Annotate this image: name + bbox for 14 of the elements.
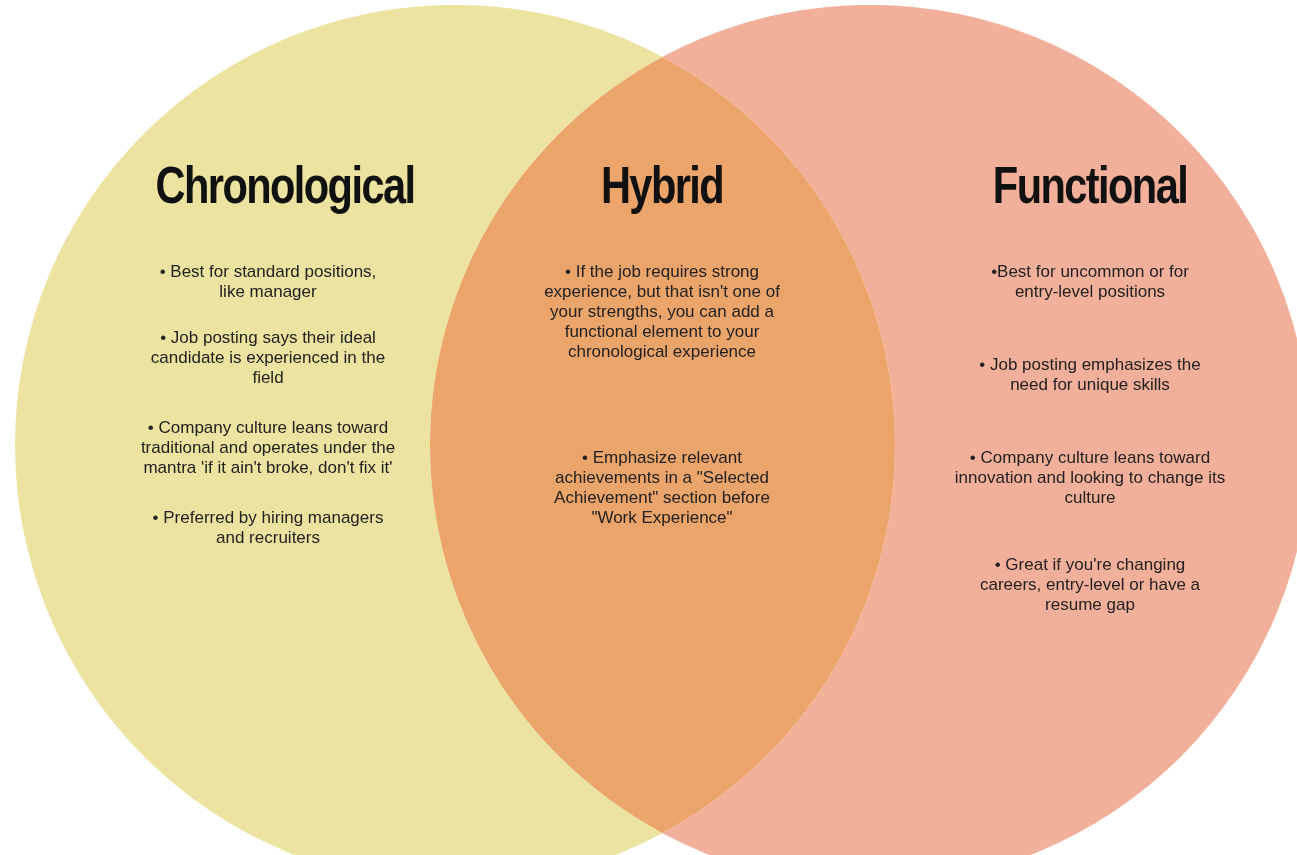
- bullet-text: •Best for uncommon or for entry-level positions: [990, 262, 1190, 302]
- bullet-text: • Great if you're changing careers, entry-level or have a resume gap: [978, 555, 1202, 615]
- bullet-text: • Emphasize relevant achievements in a "Selected Achievement" section before "Work Experience": [553, 448, 771, 528]
- bullet-text: • Best for standard positions, like manager: [158, 262, 378, 302]
- bullet-text: • Company culture leans toward traditional and operates under the mantra 'if it ain't broke, don't fix it': [139, 418, 397, 478]
- bullet-text: • If the job requires strong experience, but that isn't one of your strengths, you can add a functional element to your chronological experience: [543, 262, 781, 362]
- overlap-region: [430, 57, 895, 833]
- bullet-text: • Preferred by hiring managers and recruiters: [151, 508, 385, 548]
- bullet-text: • Job posting says their ideal candidate is experienced in the field: [149, 328, 387, 388]
- section-heading: Chronological: [154, 155, 416, 215]
- section-heading: Hybrid: [599, 155, 725, 215]
- bullet-text: • Company culture leans toward innovation and looking to change its culture: [953, 448, 1227, 508]
- section-heading: Functional: [991, 155, 1189, 215]
- bullet-text: • Job posting emphasizes the need for unique skills: [978, 355, 1202, 395]
